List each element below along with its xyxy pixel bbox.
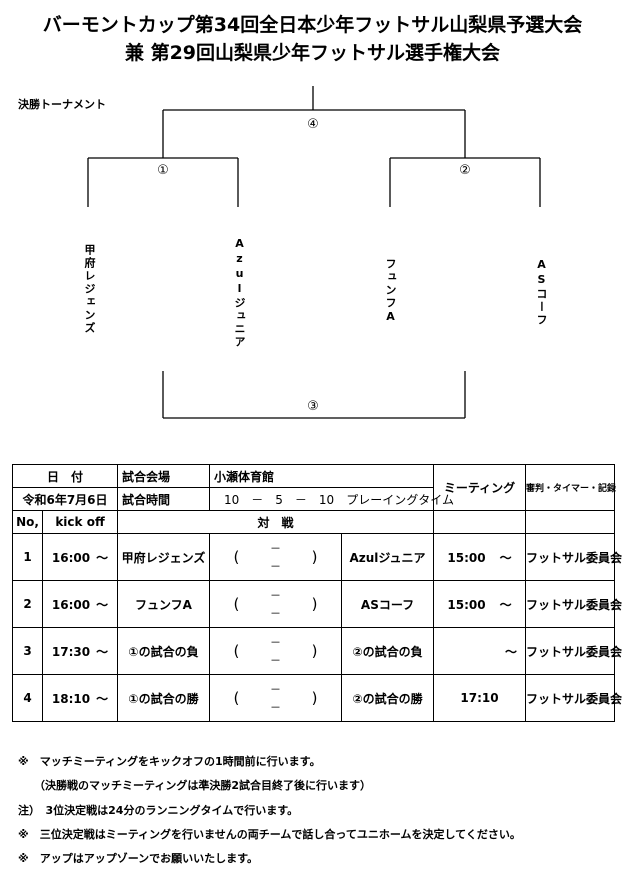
- referee: フットサル委員会: [525, 627, 622, 675]
- meeting-time: 15:00～: [433, 580, 527, 628]
- bracket-label: 決勝トーナメント: [18, 98, 106, 111]
- venue-value: 小瀬体育館: [209, 464, 435, 488]
- match-label: 対 戦: [117, 510, 435, 534]
- kickoff-label: kick off: [41, 510, 119, 534]
- score-box: (－－): [209, 580, 343, 628]
- team-kofu-legends: 甲府レジェンズ: [83, 244, 96, 335]
- kickoff-time: 16:00～: [41, 533, 119, 581]
- kickoff-time: 18:10～: [41, 674, 119, 722]
- away-team: ②の試合の負: [341, 627, 435, 675]
- title-line-1: バーモントカップ第34回全日本少年フットサル山梨県予選大会: [42, 14, 583, 36]
- home-team: ①の試合の負: [117, 627, 211, 675]
- note-3: 注） 3位決定戦は24分のランニングタイムで行います。: [18, 804, 299, 817]
- match-row: 4 18:10～ ①の試合の勝 (－－) ②の試合の勝 17:10 フットサル委…: [12, 674, 622, 722]
- tournament-bracket: [87, 86, 541, 419]
- team-azul-junior: Azulジュニア: [233, 237, 246, 349]
- venue-label: 試合会場: [117, 464, 211, 488]
- meeting-label: ミーティング: [433, 464, 527, 511]
- meeting-time: 17:10: [433, 674, 527, 722]
- note-1: ※ マッチミーティングをキックオフの1時間前に行います。: [18, 755, 321, 768]
- meeting-time: 15:00～: [433, 533, 527, 581]
- home-team: 甲府レジェンズ: [117, 533, 211, 581]
- match-no: 1: [12, 533, 43, 581]
- semi2-number: ②: [459, 163, 471, 178]
- match-row: 1 16:00～ 甲府レジェンズ (－－) Azulジュニア 15:00～ フッ…: [12, 533, 622, 581]
- referee-header-blank: [525, 510, 616, 534]
- third-number: ③: [307, 399, 319, 414]
- away-team: ASコーフ: [341, 580, 435, 628]
- referee: フットサル委員会: [525, 533, 622, 581]
- time-label: 試合時間: [117, 487, 211, 511]
- team-as-kofu: ASコーフ: [535, 258, 548, 327]
- note-5: ※ アップはアップゾーンでお願いいたします。: [18, 852, 259, 865]
- date-value: 令和6年7月6日: [11, 487, 119, 511]
- referee: フットサル委員会: [525, 580, 622, 628]
- note-4: ※ 三位決定戦はミーティングを行いませんの両チームで話し合ってユニホームを決定し…: [18, 828, 521, 841]
- away-team: ②の試合の勝: [341, 674, 435, 722]
- team-funf-a: フュンフA: [384, 258, 397, 325]
- referee: フットサル委員会: [525, 674, 622, 722]
- score-box: (－－): [209, 674, 343, 722]
- kickoff-time: 16:00～: [41, 580, 119, 628]
- kickoff-time: 17:30～: [41, 627, 119, 675]
- match-no: 2: [12, 580, 43, 628]
- date-label: 日 付: [11, 464, 119, 488]
- home-team: ①の試合の勝: [117, 674, 211, 722]
- score-box: (－－): [209, 627, 343, 675]
- match-row: 2 16:00～ フュンフA (－－) ASコーフ 15:00～ フットサル委員…: [12, 580, 622, 628]
- away-team: Azulジュニア: [341, 533, 435, 581]
- title-line-2: 兼 第29回山梨県少年フットサル選手権大会: [124, 42, 501, 64]
- meeting-header-blank: [433, 510, 527, 534]
- match-row: 3 17:30～ ①の試合の負 (－－) ②の試合の負 ～ フットサル委員会: [12, 627, 622, 675]
- no-label: No,: [12, 510, 43, 534]
- score-box: (－－): [209, 533, 343, 581]
- note-2: （決勝戦のマッチミーティングは準決勝2試合目終了後に行います）: [34, 779, 371, 792]
- referee-label: 審判・タイマー・記録: [525, 464, 616, 511]
- semi1-number: ①: [157, 163, 169, 178]
- schedule-table: 日 付 試合会場 小瀬体育館 ミーティング 審判・タイマー・記録 令和6年7月6…: [11, 464, 622, 722]
- meeting-time: ～: [433, 627, 527, 675]
- match-no: 3: [12, 627, 43, 675]
- match-no: 4: [12, 674, 43, 722]
- final-number: ④: [307, 117, 319, 132]
- time-value: 10 － 5 － 10 プレーイングタイム: [209, 487, 454, 511]
- home-team: フュンフA: [117, 580, 211, 628]
